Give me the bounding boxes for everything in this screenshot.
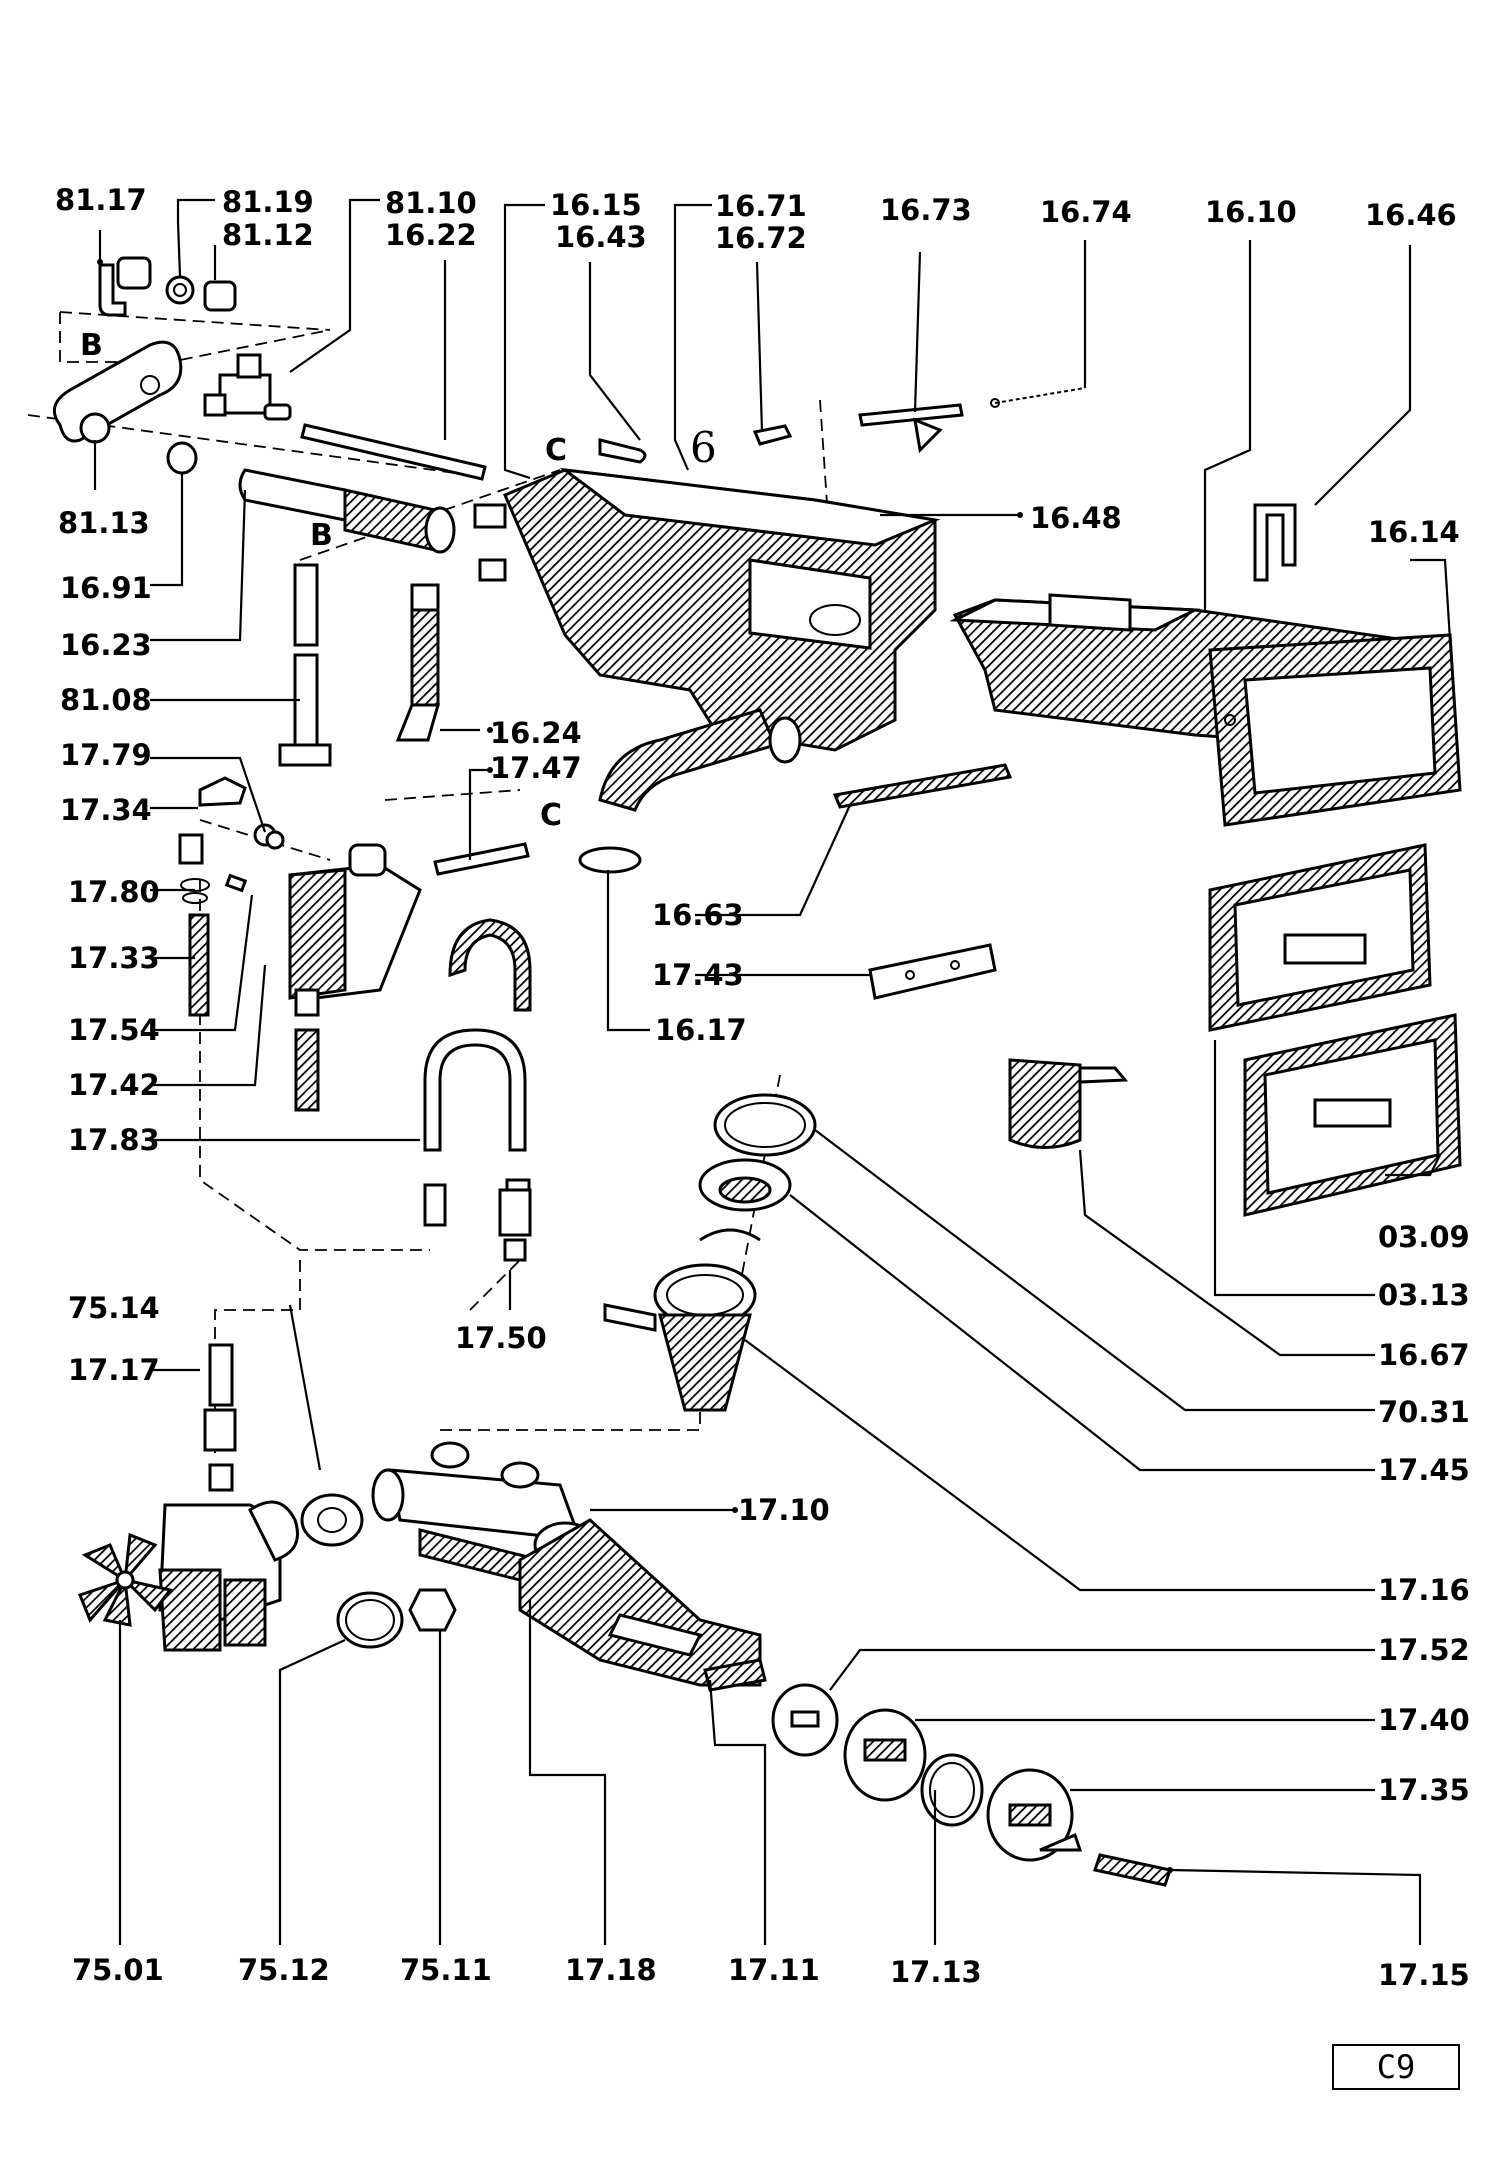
part-label: 17.15 (1378, 1958, 1470, 1992)
part-label: 17.43 (652, 958, 744, 992)
part-label: 16.48 (1030, 501, 1122, 535)
part-filter-discs (771, 1683, 1172, 1887)
part-pump-motor (78, 1343, 299, 1652)
part-strip-16-63 (832, 763, 1013, 809)
part-label: 17.18 (565, 1953, 657, 1987)
part-label: 16.15 (550, 188, 642, 222)
part-label: 16.22 (385, 218, 477, 252)
part-label: 16.71 (715, 189, 807, 223)
part-label: 81.17 (55, 183, 147, 217)
part-label: 17.83 (68, 1123, 160, 1157)
connector-b-lower: B (310, 518, 333, 553)
leader-arrowheads (97, 259, 1173, 1873)
part-label: 17.42 (68, 1068, 160, 1102)
part-label: 16.72 (715, 221, 807, 255)
part-rod-16-22 (300, 423, 487, 481)
part-label: 81.08 (60, 683, 152, 717)
part-label: 16.23 (60, 628, 152, 662)
part-rod-17-47 (433, 842, 530, 876)
part-cup-16-67 (1008, 1058, 1129, 1149)
part-label: 16.14 (1368, 515, 1460, 549)
part-label: 17.45 (1378, 1453, 1470, 1487)
part-label: 17.13 (890, 1955, 982, 1989)
part-label: 16.74 (1040, 195, 1132, 229)
part-coupling-17-50 (498, 1188, 532, 1262)
part-label: 75.11 (400, 1953, 492, 1987)
part-pressure-switch-fittings (178, 776, 285, 1017)
part-hose-16-17 (578, 708, 802, 874)
part-label: 81.10 (385, 186, 477, 220)
part-label: 17.47 (490, 751, 582, 785)
part-tube-81-08 (278, 563, 332, 767)
leader-lines (93, 198, 1452, 1945)
connector-b-top: B (80, 328, 103, 363)
part-number-labels: 81.17 81.19 81.12 81.10 16.22 16.15 16.4… (55, 183, 1470, 1992)
part-small-dispenser-hardware: 6 (598, 387, 1086, 472)
part-plate-17-43 (868, 943, 997, 1000)
part-funnel-assembly (603, 1093, 817, 1412)
part-label: 16.10 (1205, 195, 1297, 229)
part-label: 17.11 (728, 1953, 820, 1987)
part-label: 17.52 (1378, 1633, 1470, 1667)
part-label: 17.50 (455, 1321, 547, 1355)
part-dispenser-housing (473, 467, 941, 752)
connector-c-lower: C (540, 798, 562, 833)
part-drain-housing (371, 1441, 767, 1692)
part-label: 81.19 (222, 185, 314, 219)
part-label: 17.80 (68, 875, 160, 909)
part-label: 75.14 (68, 1291, 160, 1325)
part-clip-16-46 (1253, 503, 1297, 582)
part-pressure-chamber (288, 843, 422, 1112)
part-label: 17.34 (60, 793, 152, 827)
part-handle-panel (1208, 843, 1432, 1032)
part-drawer-front (1208, 633, 1462, 827)
part-valve-bracket (52, 340, 183, 444)
impeller-blades (78, 1532, 173, 1627)
part-label: 75.01 (72, 1953, 164, 1987)
part-label: 17.79 (60, 738, 152, 772)
part-label: 16.91 (60, 571, 152, 605)
part-label: 16.24 (490, 716, 582, 750)
part-cover-panel (1243, 1013, 1462, 1217)
part-solenoid-valve (203, 353, 292, 421)
part-label: 17.33 (68, 941, 160, 975)
part-label: 81.12 (222, 218, 314, 252)
part-pump-seals (300, 1493, 457, 1649)
part-label: 70.31 (1378, 1395, 1470, 1429)
page-id-label: C9 (1332, 2044, 1460, 2090)
part-label: 03.09 (1378, 1220, 1470, 1254)
part-label: 17.16 (1378, 1573, 1470, 1607)
part-label: 17.40 (1378, 1703, 1470, 1737)
part-label: 16.67 (1378, 1338, 1470, 1372)
part-label: 16.17 (655, 1013, 747, 1047)
part-label: 03.13 (1378, 1278, 1470, 1312)
part-label: 17.10 (738, 1493, 830, 1527)
part-label: 17.54 (68, 1013, 160, 1047)
part-u-hose-assembly (423, 918, 532, 1227)
part-label: 16.46 (1365, 198, 1457, 232)
part-inlet-tube-bellows (238, 468, 456, 554)
part-ring-16-91 (166, 441, 198, 475)
part-label: 16.43 (555, 220, 647, 254)
svg-text:6: 6 (690, 423, 717, 472)
part-label: 17.17 (68, 1353, 160, 1387)
connector-c-top: C (545, 433, 567, 468)
part-label: 16.63 (652, 898, 744, 932)
part-hose-16-24 (395, 583, 440, 742)
part-label: 81.13 (58, 506, 150, 540)
part-label: 75.12 (238, 1953, 330, 1987)
part-label: 17.35 (1378, 1773, 1470, 1807)
part-label: 16.73 (880, 193, 972, 227)
part-inlet-fittings (98, 256, 237, 317)
